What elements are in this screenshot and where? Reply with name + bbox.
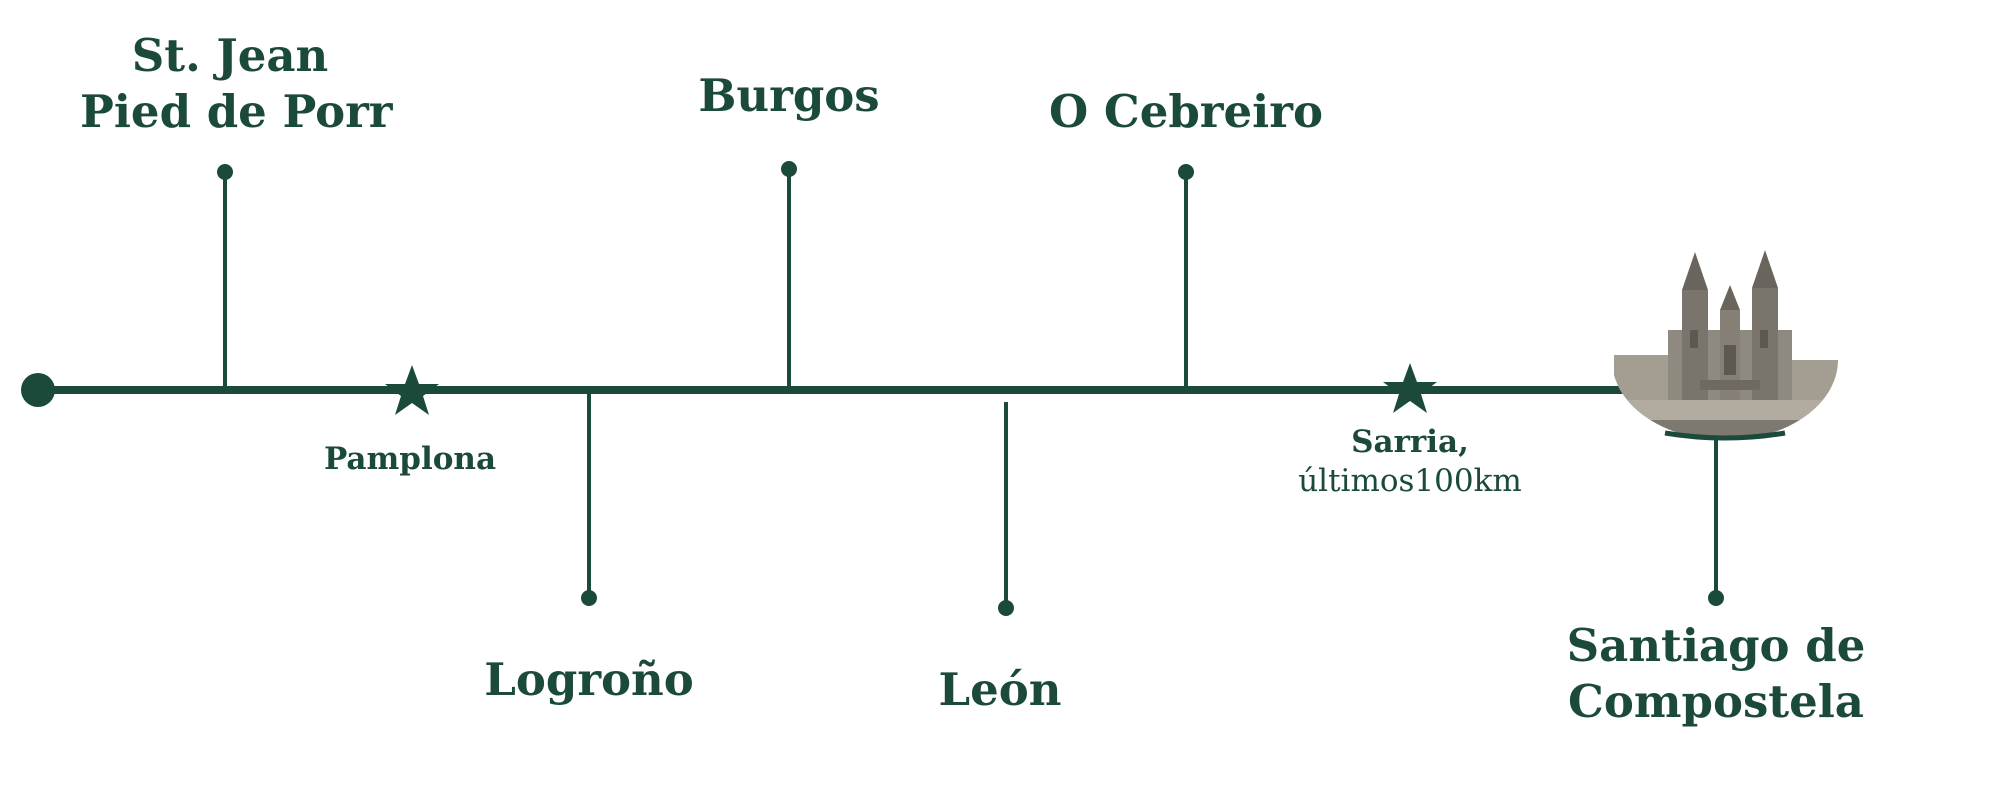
stop-label-line1: León — [938, 663, 1062, 716]
stop-label-line1: St. Jean — [131, 29, 329, 82]
stop-label-o-cebreiro: O Cebreiro — [1036, 84, 1336, 140]
stop-label-burgos: Burgos — [659, 68, 919, 124]
stop-label-line1: Pamplona — [323, 441, 497, 477]
pin-burgos — [781, 161, 797, 390]
star-icon — [385, 365, 439, 415]
stop-label-line1: Sarria, — [1351, 424, 1469, 460]
stop-label-line2: últimos100km — [1298, 462, 1522, 499]
cathedral-base — [1664, 430, 1786, 441]
stop-label-line2: Pied de Porr — [80, 85, 393, 139]
stop-label-logrono: Logroño — [449, 652, 729, 708]
stop-label-pamplona: Pamplona — [300, 440, 520, 479]
pin-st-jean — [217, 164, 233, 390]
star-icon — [1383, 363, 1437, 413]
stop-label-sarria: Sarria, últimos100km — [1260, 423, 1560, 501]
pin-leon — [998, 402, 1014, 616]
pin-santiago — [1708, 440, 1724, 606]
pin-o-cebreiro — [1178, 164, 1194, 390]
stop-label-line1: Burgos — [698, 69, 880, 122]
pin-logrono — [581, 390, 597, 606]
stop-label-santiago: Santiago de Compostela — [1536, 618, 1896, 731]
stop-label-line1: Santiago de — [1566, 619, 1866, 672]
stop-label-line2: Compostela — [1568, 675, 1864, 729]
stop-label-leon: León — [880, 662, 1120, 718]
stop-label-line1: O Cebreiro — [1049, 85, 1323, 138]
cathedral-image — [1612, 250, 1838, 440]
stop-label-st-jean: St. Jean Pied de Porr — [80, 28, 393, 141]
route-start-dot — [21, 373, 55, 407]
stop-label-line1: Logroño — [484, 653, 694, 706]
